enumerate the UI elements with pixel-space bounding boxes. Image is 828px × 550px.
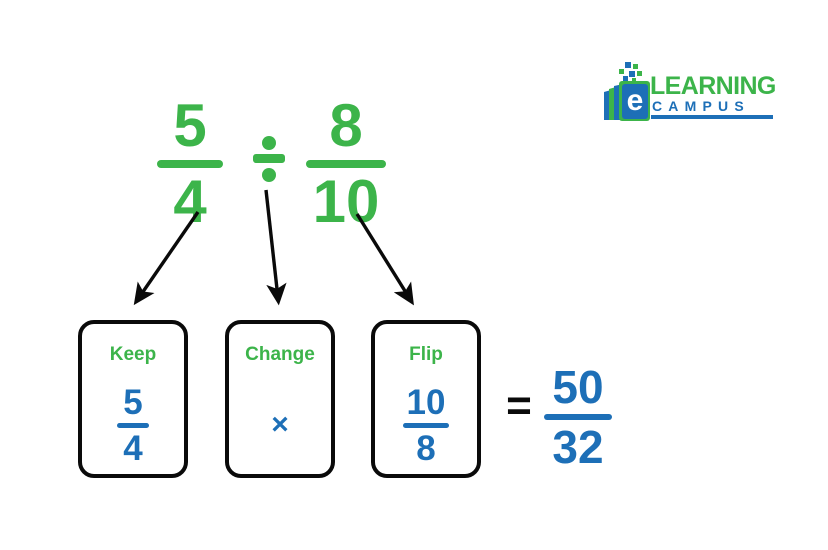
division-dot-top xyxy=(262,136,276,150)
flip-box[interactable]: Flip 10 8 xyxy=(371,320,481,478)
book-stack-e-icon: e xyxy=(604,62,650,121)
division-dot-bottom xyxy=(262,168,276,182)
flip-box-label: Flip xyxy=(409,344,443,365)
divisor-denominator: 10 xyxy=(312,168,380,235)
logo-line-campus: CAMPUS xyxy=(652,98,750,114)
keep-fraction: 5 4 xyxy=(117,385,149,466)
elearning-campus-logo: e LEARNING CAMPUS xyxy=(602,60,776,126)
keep-numerator: 5 xyxy=(123,382,143,422)
result-numerator: 50 xyxy=(552,361,604,413)
dividend-fraction-bar xyxy=(157,160,223,168)
dividend-numerator: 5 xyxy=(173,92,207,159)
result-fraction: 50 32 xyxy=(540,364,616,470)
division-dash xyxy=(253,154,285,163)
flip-denominator: 8 xyxy=(416,428,436,468)
arrow-to-change xyxy=(264,189,287,306)
logo-line-learning: LEARNING xyxy=(650,72,776,100)
flip-box-body: 10 8 xyxy=(375,382,477,468)
logo-wordmark: LEARNING CAMPUS xyxy=(650,72,776,120)
svg-text:e: e xyxy=(627,84,644,117)
keep-box-label: Keep xyxy=(109,344,157,365)
result-fraction-bar xyxy=(544,414,612,420)
change-box-body: × xyxy=(229,382,331,468)
equals-sign: = xyxy=(506,381,532,430)
dividend-fraction: 5 4 xyxy=(152,96,228,232)
dividend-denominator: 4 xyxy=(173,168,207,235)
flip-fraction: 10 8 xyxy=(403,385,449,466)
flip-numerator: 10 xyxy=(406,382,446,422)
multiplication-operator-icon: × xyxy=(271,408,289,441)
change-box-label: Change xyxy=(245,344,315,365)
result-denominator: 32 xyxy=(552,421,604,473)
divisor-fraction-bar xyxy=(306,160,386,168)
keep-box[interactable]: Keep 5 4 xyxy=(78,320,188,478)
keep-box-body: 5 4 xyxy=(82,382,184,468)
change-box[interactable]: Change × xyxy=(225,320,335,478)
divisor-numerator: 8 xyxy=(329,92,363,159)
keep-denominator: 4 xyxy=(123,428,143,468)
keep-fraction-bar xyxy=(117,422,149,428)
logo-underline-bar xyxy=(651,115,773,119)
divisor-fraction: 8 10 xyxy=(302,96,390,232)
division-operator-icon xyxy=(253,136,285,182)
flip-fraction-bar xyxy=(403,422,449,428)
division-expression: 5 4 8 10 xyxy=(140,96,390,232)
